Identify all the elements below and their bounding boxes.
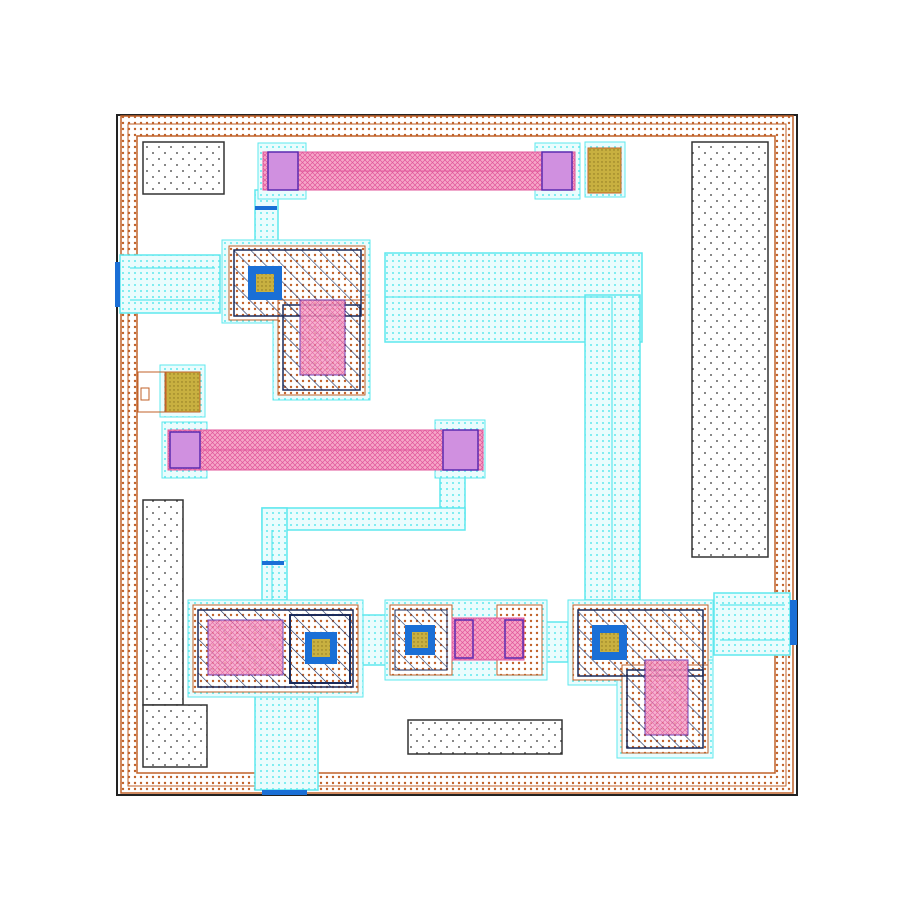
pins bbox=[115, 206, 797, 795]
transistor-bottom-right bbox=[567, 599, 714, 759]
fill-blocks bbox=[142, 141, 769, 768]
fill-block bbox=[691, 141, 769, 558]
fill-block bbox=[407, 719, 563, 755]
pin-marker bbox=[262, 561, 284, 565]
fill-block bbox=[142, 141, 225, 195]
pin-bottom bbox=[262, 790, 307, 795]
fill-block bbox=[142, 499, 184, 706]
pin-left bbox=[115, 262, 120, 307]
vias bbox=[137, 141, 626, 418]
pin-marker bbox=[255, 206, 277, 210]
transistor-bottom-left bbox=[187, 599, 364, 698]
poly-bars bbox=[161, 142, 581, 479]
transistor-bottom-middle bbox=[384, 599, 548, 681]
transistor-top bbox=[221, 239, 371, 401]
fill-block bbox=[142, 704, 208, 768]
pin-right bbox=[790, 600, 797, 645]
